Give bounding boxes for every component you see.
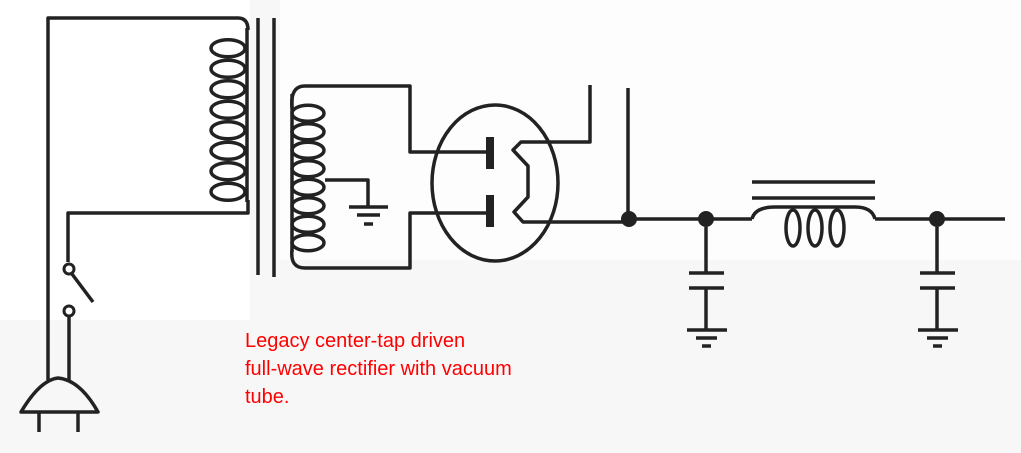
plug-icon xyxy=(19,376,100,432)
coil-loop xyxy=(290,103,326,123)
coil-loop xyxy=(209,161,247,182)
caption-line: Legacy center-tap driven xyxy=(245,330,466,352)
coil-loop xyxy=(209,38,247,59)
caption: Legacy center-tap driven full-wave recti… xyxy=(245,327,585,411)
secondary-winding xyxy=(290,94,326,253)
coil-loop xyxy=(290,159,326,179)
filter-circuit xyxy=(621,211,1005,227)
coil-loop xyxy=(290,177,326,197)
ground-icon xyxy=(349,205,388,226)
coil-loop xyxy=(209,140,247,161)
choke-inductor-icon xyxy=(750,180,877,248)
coil-loop xyxy=(209,99,247,120)
capacitor-icon xyxy=(687,227,727,348)
coil-loop xyxy=(209,79,247,100)
power-switch xyxy=(62,262,95,380)
coil-loop xyxy=(209,120,247,141)
coil-loop xyxy=(209,181,247,202)
primary-circuit xyxy=(46,16,250,380)
caption-line: full-wave rectifier with vacuum xyxy=(245,358,512,380)
vacuum-tube-icon xyxy=(430,85,630,263)
coil-loop xyxy=(290,122,326,142)
transformer-core xyxy=(256,18,276,277)
coil-loop xyxy=(209,58,247,79)
secondary-wiring xyxy=(290,84,489,270)
capacitor-icon xyxy=(918,227,958,348)
coil-loop xyxy=(290,196,326,216)
caption-line: tube. xyxy=(245,386,290,408)
primary-winding xyxy=(209,28,249,202)
coil-loop xyxy=(290,140,326,160)
coil-loop xyxy=(290,233,326,253)
coil-loop xyxy=(290,214,326,234)
